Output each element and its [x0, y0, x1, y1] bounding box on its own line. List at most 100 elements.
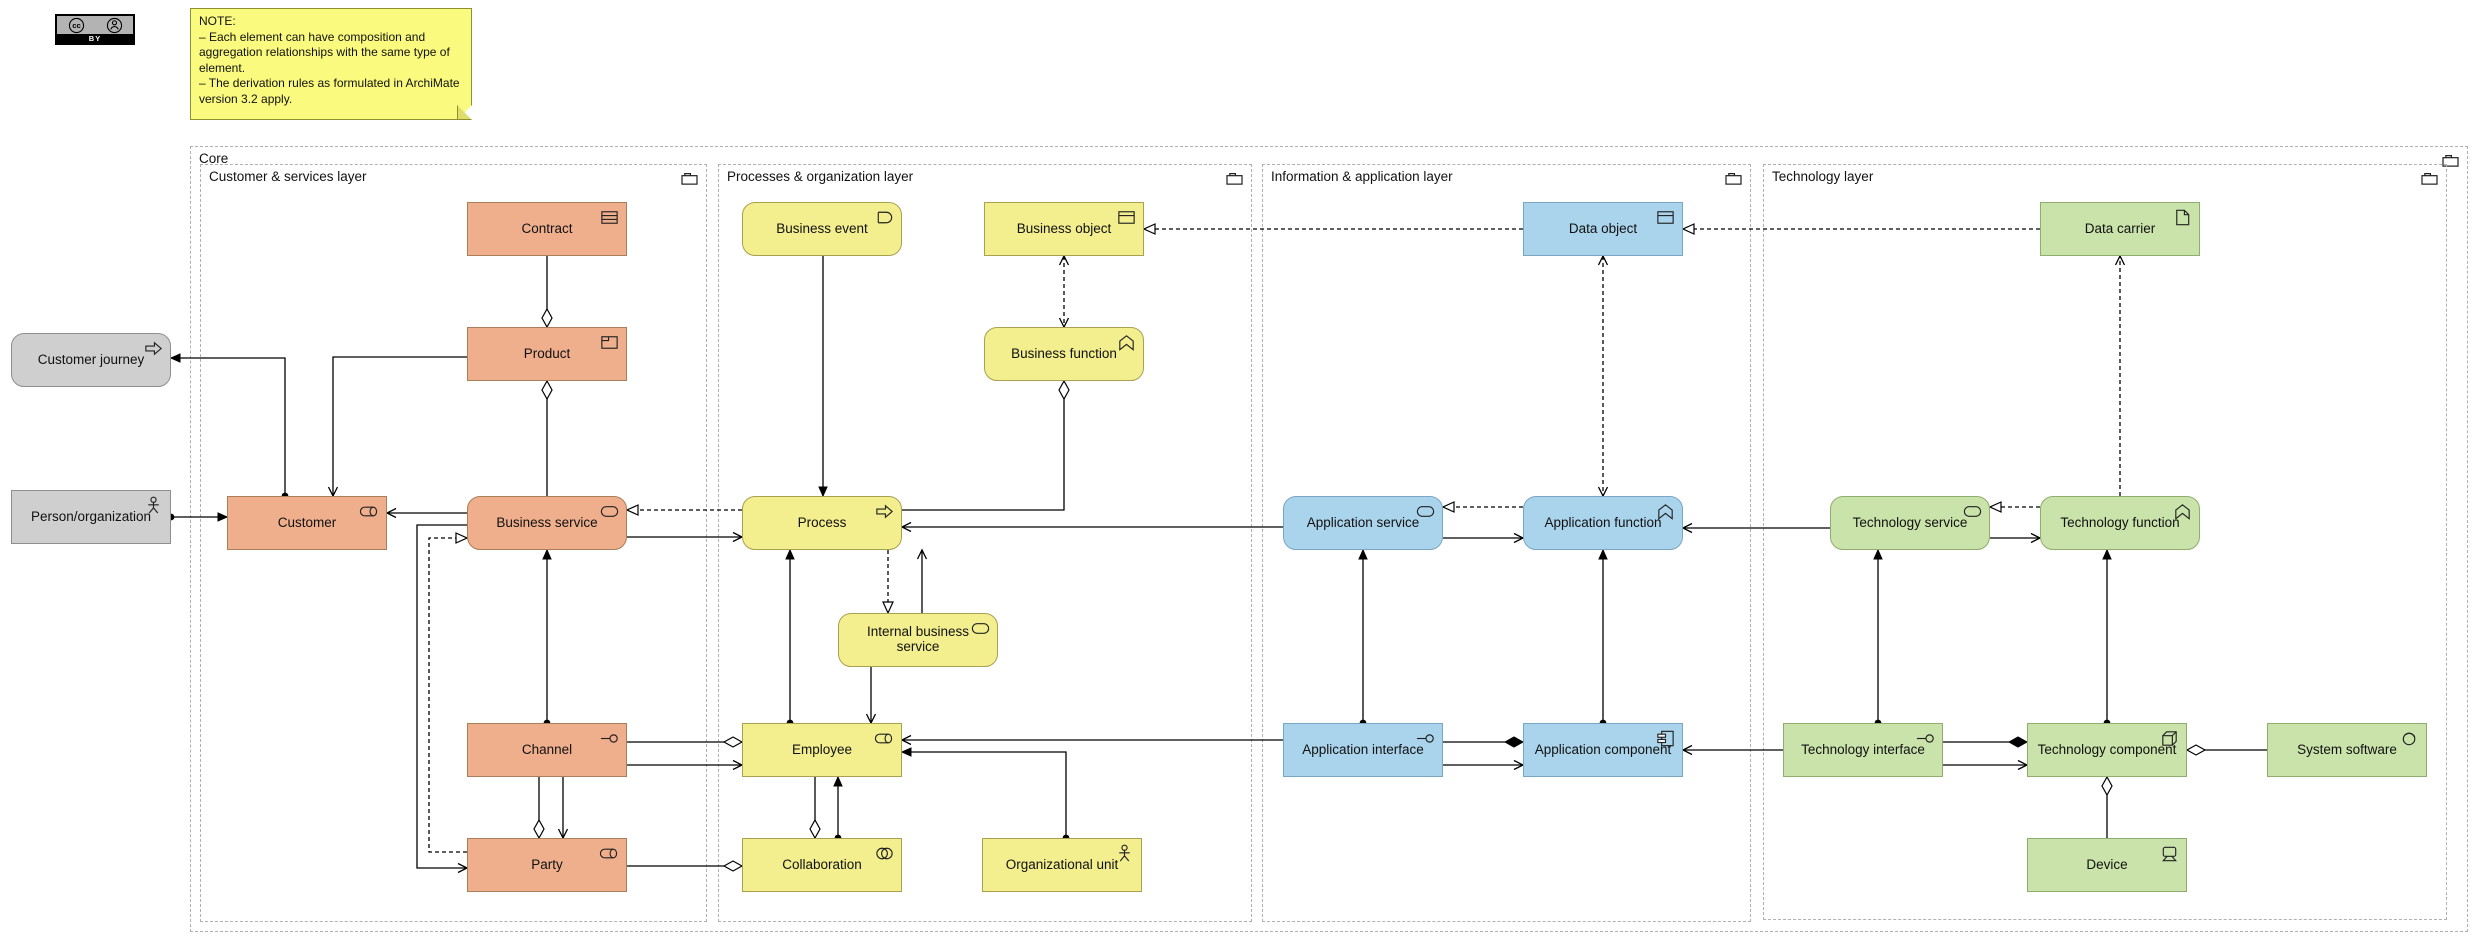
node-label: Data object	[1568, 220, 1638, 236]
node-internal-business-service[interactable]: Internal business service	[838, 613, 998, 667]
node-label: Application function	[1544, 514, 1662, 530]
device-icon	[2159, 843, 2180, 864]
cc-badge-icons: cc	[57, 16, 133, 35]
node-channel[interactable]: Channel	[467, 723, 627, 777]
object-icon	[1116, 207, 1137, 228]
layer-information-application-label: Information & application layer	[1271, 169, 1453, 184]
node-label: Customer	[277, 514, 337, 530]
node-label: Product	[523, 345, 571, 361]
node-technology-function[interactable]: Technology function	[2040, 496, 2200, 550]
node-label: Technology component	[2037, 741, 2177, 757]
role-icon	[599, 843, 620, 864]
node-label: Person/organization	[30, 508, 152, 524]
node-label: Process	[797, 514, 847, 530]
role-icon	[874, 728, 895, 749]
artifact-icon	[2172, 207, 2193, 228]
node-contract[interactable]: Contract	[467, 202, 627, 256]
node-person-organization[interactable]: Person/organization	[11, 490, 171, 544]
rel-party-realizes-business-service	[428, 538, 467, 853]
cc-icon: cc	[68, 17, 84, 34]
cc-by-label: BY	[57, 34, 133, 43]
process-arrow-icon	[874, 501, 895, 522]
layer-processes-organization: Processes & organization layer	[718, 164, 1252, 922]
node-organizational-unit[interactable]: Organizational unit	[982, 838, 1142, 892]
node-application-component[interactable]: Application component	[1523, 723, 1683, 777]
role-icon	[359, 501, 380, 522]
node-label: Organizational unit	[1005, 856, 1119, 872]
function-icon	[1116, 332, 1137, 353]
node-label: Technology service	[1852, 514, 1968, 530]
node-label: Application service	[1306, 514, 1420, 530]
function-icon	[1655, 501, 1676, 522]
object-icon	[1655, 207, 1676, 228]
node-icon	[2159, 728, 2180, 749]
layer-information-application: Information & application layer	[1262, 164, 1751, 922]
node-customer[interactable]: Customer	[227, 496, 387, 550]
note-annotation[interactable]: NOTE: – Each element can have compositio…	[190, 8, 472, 120]
node-system-software[interactable]: System software	[2267, 723, 2427, 777]
rel-business-function-aggregates-process	[902, 381, 1064, 511]
attribution-person-icon	[106, 17, 122, 34]
node-business-service[interactable]: Business service	[467, 496, 627, 550]
cc-by-badge: cc BY	[55, 14, 135, 45]
node-label: Internal business service	[866, 624, 970, 654]
collaboration-icon	[874, 843, 895, 864]
node-product[interactable]: Product	[467, 327, 627, 381]
node-label: Technology interface	[1801, 741, 1925, 757]
system-software-icon	[2399, 728, 2420, 749]
node-technology-interface[interactable]: Technology interface	[1783, 723, 1943, 777]
node-label: Business object	[1016, 220, 1112, 236]
node-application-service[interactable]: Application service	[1283, 496, 1443, 550]
node-application-function[interactable]: Application function	[1523, 496, 1683, 550]
interface-icon	[599, 728, 620, 749]
node-business-object[interactable]: Business object	[984, 202, 1144, 256]
node-label: Business service	[496, 514, 598, 530]
node-party[interactable]: Party	[467, 838, 627, 892]
node-label: Application interface	[1302, 741, 1424, 757]
contract-icon	[599, 207, 620, 228]
rel-business-service-serves-party	[416, 524, 469, 874]
node-data-object[interactable]: Data object	[1523, 202, 1683, 256]
function-icon	[2172, 501, 2193, 522]
layer-processes-organization-label: Processes & organization layer	[727, 169, 914, 184]
node-application-interface[interactable]: Application interface	[1283, 723, 1443, 777]
node-device[interactable]: Device	[2027, 838, 2187, 892]
node-business-function[interactable]: Business function	[984, 327, 1144, 381]
journey-arrow-icon	[143, 338, 164, 359]
product-icon	[599, 332, 620, 353]
rel-product-serves-customer	[327, 356, 467, 498]
layer-technology: Technology layer	[1763, 164, 2447, 920]
node-technology-service[interactable]: Technology service	[1830, 496, 1990, 550]
component-icon	[1655, 728, 1676, 749]
node-label: Channel	[521, 741, 573, 757]
group-core-label: Core	[199, 151, 229, 166]
node-label: Technology function	[2060, 514, 2180, 530]
service-icon	[1415, 501, 1436, 522]
node-data-carrier[interactable]: Data carrier	[2040, 202, 2200, 256]
node-employee[interactable]: Employee	[742, 723, 902, 777]
node-technology-component[interactable]: Technology component	[2027, 723, 2187, 777]
service-icon	[599, 501, 620, 522]
node-business-event[interactable]: Business event	[742, 202, 902, 256]
layer-customer-services-label: Customer & services layer	[209, 169, 367, 184]
node-customer-journey[interactable]: Customer journey	[11, 333, 171, 387]
node-label: Application component	[1534, 741, 1672, 757]
node-label: System software	[2297, 741, 2397, 757]
node-process[interactable]: Process	[742, 496, 902, 550]
layer-technology-label: Technology layer	[1772, 169, 1874, 184]
node-label: Collaboration	[782, 856, 862, 872]
group-core: Core	[190, 146, 2468, 932]
node-collaboration[interactable]: Collaboration	[742, 838, 902, 892]
actor-icon	[143, 495, 164, 516]
node-label: Device	[2086, 856, 2128, 872]
interface-icon	[1915, 728, 1936, 749]
rel-organizational-unit-assigned-employee	[902, 752, 1066, 838]
service-icon	[1962, 501, 1983, 522]
node-label: Employee	[791, 741, 853, 757]
node-label: Data carrier	[2084, 220, 2156, 236]
rel-customer-assigned-customer-journey	[171, 358, 285, 496]
node-label: Customer journey	[37, 351, 145, 367]
node-label: Contract	[521, 220, 573, 236]
service-icon	[970, 618, 991, 639]
